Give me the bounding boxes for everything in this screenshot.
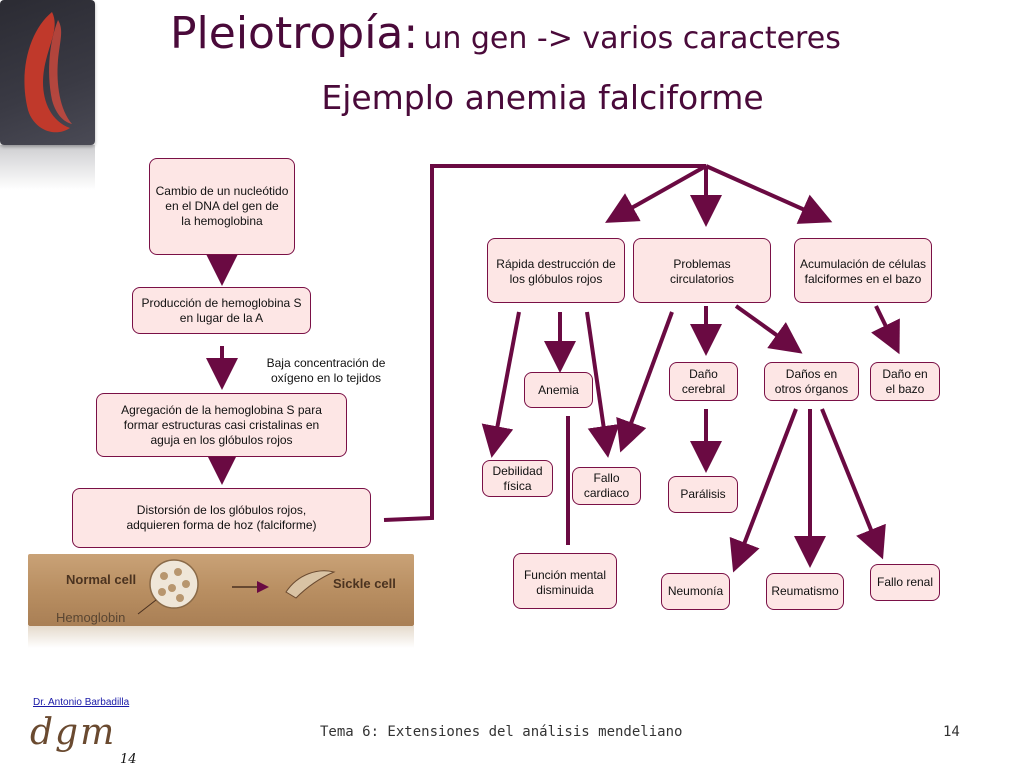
- mental-function-box: Función mental disminuida: [513, 553, 617, 609]
- cells-drawing: [137, 559, 336, 615]
- cells-image-reflection: [28, 626, 414, 648]
- pneumonia-box: Neumonía: [661, 573, 730, 610]
- anemia-box: Anemia: [524, 372, 593, 408]
- normal-vs-sickle-cell-image: Normal cell Sickle cell Hemoglobin: [28, 554, 414, 626]
- nucleotide-change-box: Cambio de un nucleótido en el DNA del ge…: [149, 158, 295, 255]
- organ-damage-box: Daños en otros órganos: [764, 362, 859, 401]
- hemoglobin-aggregation-box: Agregación de la hemoglobina S para form…: [96, 393, 347, 457]
- title-main: Pleiotropía:: [170, 8, 419, 59]
- red-cell-distortion-box: Distorsión de los glóbulos rojos, adquie…: [72, 488, 371, 548]
- sickle-cell-image: [0, 0, 95, 145]
- logo-number: 14: [120, 752, 137, 767]
- page-subtitle: Ejemplo anemia falciforme: [321, 78, 764, 117]
- hemoglobin-s-production-box: Producción de hemoglobina S en lugar de …: [132, 287, 311, 334]
- page-number: 14: [943, 724, 960, 740]
- title-tail: un gen -> varios caracteres: [423, 21, 841, 56]
- rheumatism-box: Reumatismo: [766, 573, 844, 610]
- heart-failure-box: Fallo cardiaco: [572, 467, 641, 505]
- sickle-cell-label: Sickle cell: [333, 576, 396, 591]
- physical-weakness-box: Debilidad física: [482, 460, 553, 497]
- brain-damage-box: Daño cerebral: [669, 362, 738, 401]
- page-title: Pleiotropía: un gen -> varios caracteres: [170, 8, 970, 59]
- dgm-logo: dgm: [30, 712, 117, 753]
- spleen-accumulation-box: Acumulación de células falciformes en el…: [794, 238, 932, 303]
- corner-image-reflection: [0, 145, 95, 190]
- rapid-destruction-box: Rápida destrucción de los glóbulos rojos: [487, 238, 625, 303]
- author-link[interactable]: Dr. Antonio Barbadilla: [33, 697, 130, 708]
- sickle-cell-shape: [24, 12, 72, 133]
- circulatory-problems-box: Problemas circulatorios: [633, 238, 771, 303]
- hemoglobin-label: Hemoglobin: [56, 610, 126, 625]
- kidney-failure-box: Fallo renal: [870, 564, 940, 601]
- spleen-damage-box: Daño en el bazo: [870, 362, 940, 401]
- normal-cell-label: Normal cell: [66, 572, 137, 587]
- paralysis-box: Parálisis: [668, 476, 738, 513]
- footer-topic: Tema 6: Extensiones del análisis mendeli…: [320, 724, 683, 740]
- low-oxygen-label: Baja concentración de oxígeno en lo teji…: [266, 356, 386, 385]
